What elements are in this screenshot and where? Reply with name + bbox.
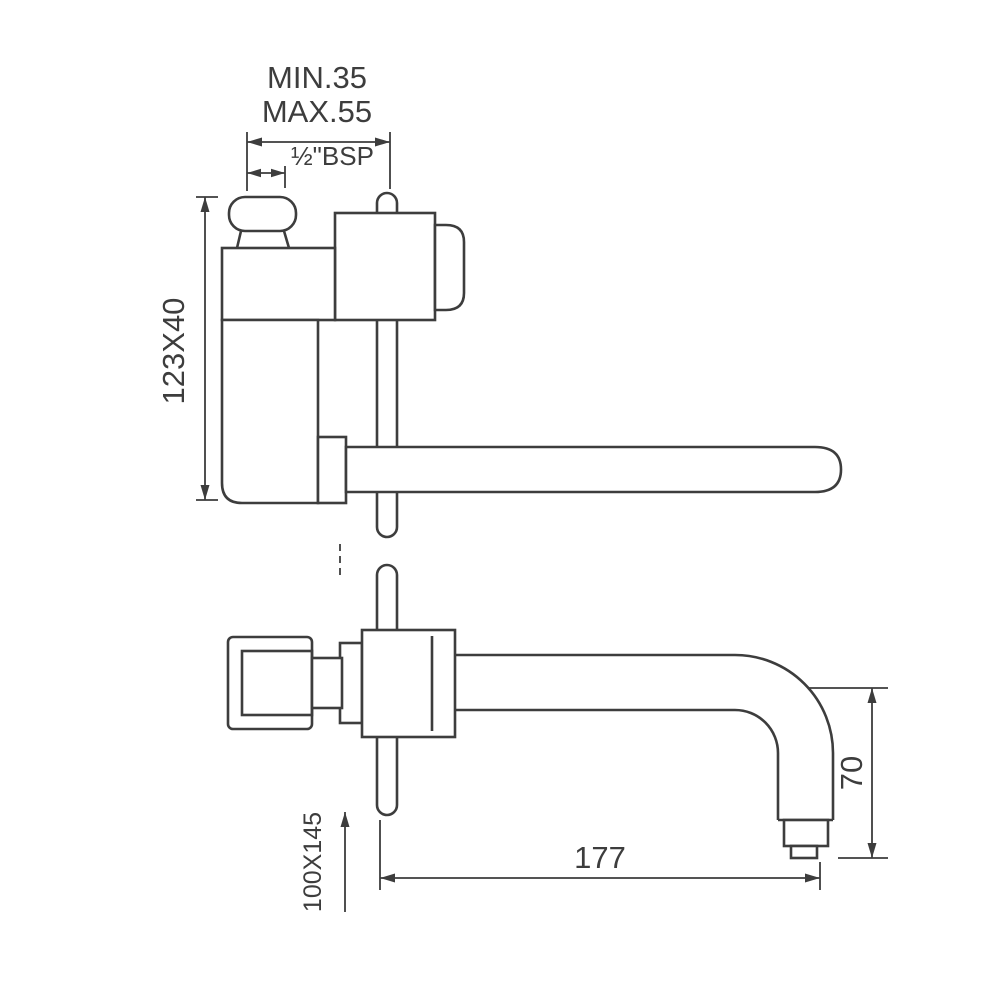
arrowhead-up xyxy=(340,812,350,827)
dimension-plate-size: 100X145 xyxy=(299,812,350,912)
lever-neck xyxy=(235,230,291,249)
plate-dimension-label: 100X145 xyxy=(299,812,327,912)
spout-flange xyxy=(316,435,348,505)
arrowhead-right xyxy=(271,168,285,178)
spout-outer-curve xyxy=(455,653,835,820)
arrowhead-up xyxy=(200,197,210,212)
cartridge-body xyxy=(333,211,437,322)
spout-inner-curve xyxy=(455,708,780,820)
min-max-dimension-lines xyxy=(246,132,391,191)
arrowhead-up xyxy=(867,688,877,703)
handle-connector xyxy=(310,656,344,710)
spout-reach-label: 177 xyxy=(574,840,626,875)
body-height-dimension-lines xyxy=(196,196,218,501)
dimension-thread: ½"BSP xyxy=(247,141,374,188)
nut-body xyxy=(360,628,457,739)
arrowhead-right xyxy=(375,137,390,147)
body-arm xyxy=(220,318,320,505)
body-dimension-label: 123X40 xyxy=(156,298,191,405)
arrowhead-left xyxy=(380,873,395,883)
dimension-spout-height: 70 xyxy=(808,687,888,859)
aerator xyxy=(782,818,830,848)
arrowhead-down xyxy=(867,843,877,858)
dimension-body-height: 123X40 xyxy=(156,196,218,501)
cartridge-cap xyxy=(433,223,466,312)
arrowhead-left xyxy=(247,137,262,147)
arrowhead-right xyxy=(805,873,820,883)
dimension-min-max-depth: MIN.35 MAX.55 xyxy=(246,60,391,191)
max-depth-label: MAX.55 xyxy=(262,94,372,129)
min-depth-label: MIN.35 xyxy=(267,60,367,95)
thread-dimension-lines xyxy=(247,166,286,188)
spout-height-dimension-lines xyxy=(808,687,888,859)
arrowhead-left xyxy=(247,168,261,178)
plan-view xyxy=(226,563,835,860)
spout-tube-side xyxy=(344,445,843,494)
aerator-foot xyxy=(789,844,819,860)
thread-size-label: ½"BSP xyxy=(291,141,374,171)
spout-height-label: 70 xyxy=(834,756,869,790)
side-elevation-view xyxy=(220,191,843,539)
body-block xyxy=(220,246,337,322)
arrowhead-down xyxy=(200,485,210,500)
dimension-spout-reach: 177 xyxy=(379,820,821,890)
lever-handle-cap xyxy=(227,195,298,233)
spout-reach-dimension-lines xyxy=(379,820,821,890)
